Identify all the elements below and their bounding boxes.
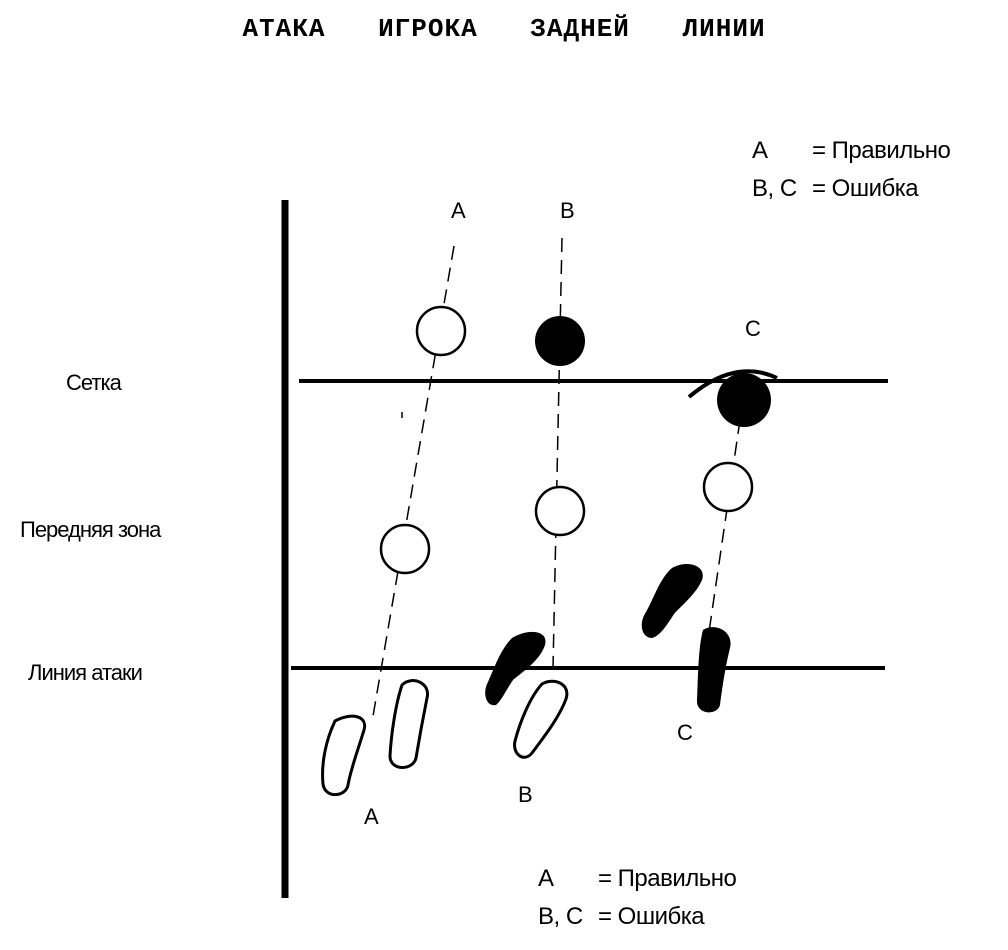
legend-top-key-a: А	[752, 137, 768, 164]
diagram-title: АТАКА ИГРОКА ЗАДНЕЙ ЛИНИИ	[0, 14, 1008, 44]
legend-top-text-a: = Правильно	[812, 137, 951, 164]
ball-b-lower	[534, 485, 586, 537]
trajectory-c-line	[708, 419, 741, 633]
trajectory-label-b: В	[560, 198, 575, 223]
title-word-2: ИГРОКА	[378, 14, 478, 44]
foot-label-c: С	[677, 720, 693, 745]
legend-bottom-row-error: В, С = Ошибка	[538, 898, 736, 936]
legend-top-text-bc: = Ошибка	[812, 175, 919, 202]
title-word-3: ЗАДНЕЙ	[530, 14, 630, 44]
ball-a-lower	[379, 523, 431, 575]
foot-label-b: В	[518, 782, 533, 807]
legend-bottom-text-bc: = Ошибка	[598, 903, 705, 930]
trajectory-b-line	[552, 237, 563, 669]
footprint-c-upper	[641, 563, 703, 638]
footprint-c-lower	[696, 627, 731, 713]
ball-a-upper	[415, 305, 467, 357]
legend-top-key-bc: В, С	[752, 175, 797, 202]
ball-c-lower	[702, 461, 754, 513]
legend-bottom-key-bc: В, С	[538, 903, 583, 930]
trajectory-label-a: А	[451, 198, 466, 223]
legend-top-row-correct: А = Правильно	[752, 132, 951, 170]
legend-bottom-text-a: = Правильно	[598, 865, 737, 892]
ball-c-arc	[687, 369, 778, 399]
footprint-b-outline	[513, 679, 569, 759]
legend-bottom: А = Правильно В, С = Ошибка	[538, 860, 737, 936]
footprint-a-right	[388, 679, 429, 769]
legend-bottom-row-correct: А = Правильно	[538, 860, 737, 898]
footprint-b-filled	[485, 631, 546, 706]
legend-bottom-key-a: А	[538, 865, 554, 892]
foot-label-a: А	[364, 804, 379, 829]
legend-top-row-error: В, С = Ошибка	[752, 170, 950, 208]
zone-label-attack-line: Линия атаки	[28, 660, 143, 685]
title-word-4: ЛИНИИ	[682, 14, 766, 44]
footprint-a-left	[321, 714, 367, 797]
trajectory-a-line	[371, 245, 455, 723]
title-word-1: АТАКА	[242, 14, 326, 44]
legend-top: А = Правильно В, С = Ошибка	[752, 132, 951, 208]
ball-b-upper-filled	[535, 316, 585, 366]
trajectory-label-c: С	[745, 316, 761, 341]
zone-label-front: Передняя зона	[20, 517, 161, 542]
zone-label-net: Сетка	[66, 370, 122, 395]
ball-c-upper-filled	[717, 373, 771, 427]
